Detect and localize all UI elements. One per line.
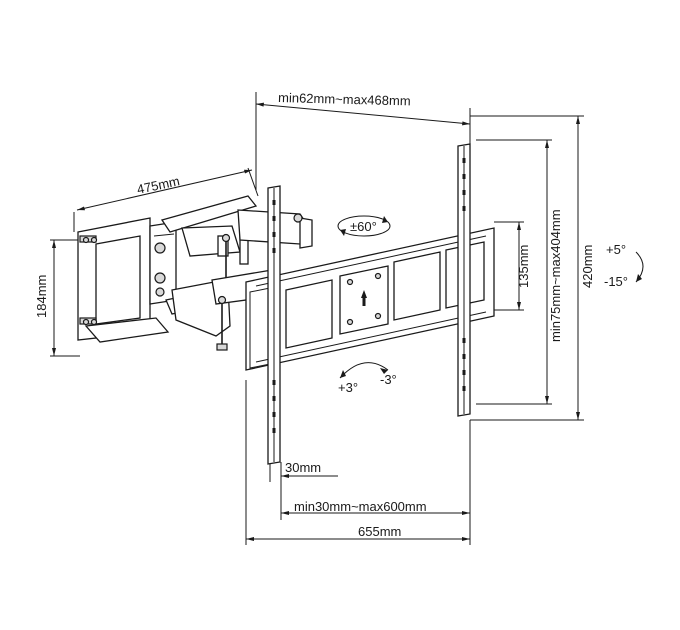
wall-plate-height-label: 184mm bbox=[34, 275, 49, 318]
total-width-label: 655mm bbox=[358, 524, 401, 539]
level-minus-label: -3° bbox=[380, 372, 397, 387]
vesa-hole-icon bbox=[346, 272, 382, 326]
tilt-arrow-icon bbox=[635, 251, 644, 283]
tv-plate bbox=[245, 143, 495, 465]
right-rail-notches bbox=[462, 158, 466, 391]
swivel-label: ±60° bbox=[350, 219, 377, 234]
tilt-up-label: +5° bbox=[606, 242, 626, 257]
swivel-arrow-icon bbox=[337, 215, 391, 237]
level-plus-label: +3° bbox=[338, 380, 358, 395]
horizontal-range-label: min30mm~max600mm bbox=[294, 499, 427, 514]
rail-width-label: 30mm bbox=[285, 460, 321, 475]
depth-range-label: min62mm~max468mm bbox=[278, 90, 411, 108]
level-arrow-icon bbox=[339, 362, 389, 379]
total-height-label: 420mm bbox=[580, 245, 595, 288]
left-rail-notches bbox=[272, 200, 276, 433]
wall-plate bbox=[77, 217, 177, 343]
arm-length-label: 475mm bbox=[136, 173, 182, 197]
dimension-lines bbox=[50, 92, 584, 545]
tilt-down-label: -15° bbox=[604, 274, 628, 289]
wall-plate-slot-icon bbox=[79, 235, 98, 326]
vertical-range-label: min75mm~max404mm bbox=[548, 209, 563, 342]
center-height-label: 135mm bbox=[516, 245, 531, 288]
